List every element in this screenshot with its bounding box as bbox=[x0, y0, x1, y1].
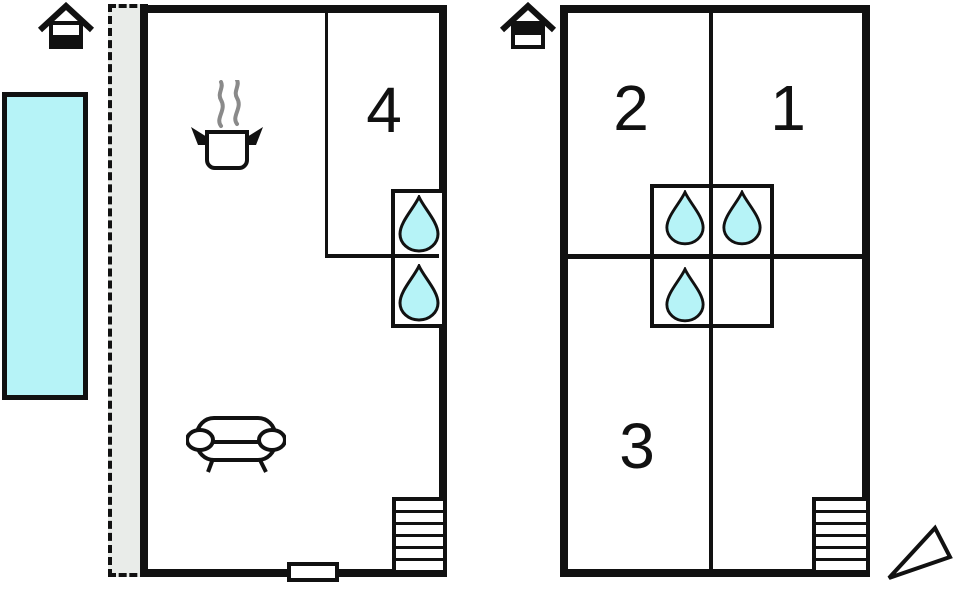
water-drop-icon bbox=[721, 190, 763, 246]
left-interior-wall-vertical bbox=[325, 13, 328, 254]
kitchen-pot-icon bbox=[188, 80, 266, 172]
pool bbox=[2, 92, 88, 400]
stairs bbox=[392, 497, 443, 573]
water-drop-icon bbox=[664, 190, 706, 246]
water-drop-icon bbox=[664, 267, 706, 323]
right-interior-wall-vertical bbox=[709, 13, 713, 569]
room-label-2: 2 bbox=[613, 72, 649, 144]
right-interior-wall-horizontal bbox=[568, 254, 862, 259]
house-lower-level-icon bbox=[36, 2, 96, 50]
water-drop-icon bbox=[397, 264, 441, 322]
room-label-3: 3 bbox=[619, 410, 655, 482]
water-drop-icon bbox=[397, 195, 441, 253]
window-marker bbox=[287, 562, 339, 582]
stairs bbox=[812, 497, 866, 573]
house-upper-level-icon bbox=[498, 2, 558, 50]
left-interior-wall-horizontal bbox=[325, 254, 439, 258]
room-label-4: 4 bbox=[366, 74, 402, 146]
sofa-icon bbox=[186, 414, 286, 476]
room-label-1: 1 bbox=[770, 72, 806, 144]
north-arrow-icon bbox=[884, 524, 956, 582]
